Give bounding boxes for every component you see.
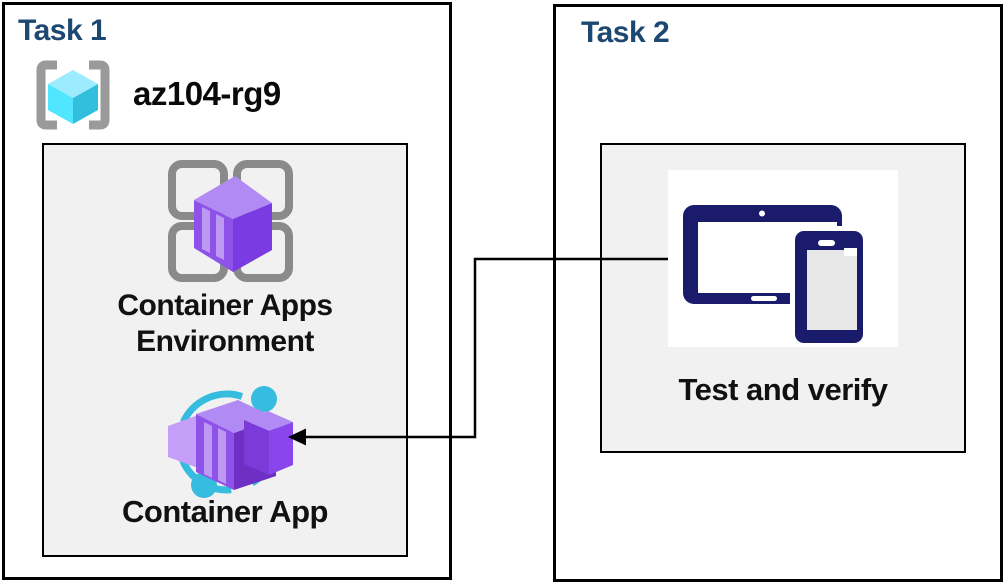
tablet-and-phone-icon xyxy=(683,205,868,347)
device-panel xyxy=(668,170,898,347)
environment-label-line1: Container Apps xyxy=(117,289,333,322)
container-apps-environment-icon xyxy=(168,160,293,282)
task1-title: Task 1 xyxy=(18,14,107,47)
test-and-verify-label: Test and verify xyxy=(678,372,888,407)
container-app-label: Container App xyxy=(122,494,328,529)
task1-box: Task 1 az104-rg9 Conta xyxy=(2,2,452,580)
container-app-icon xyxy=(168,386,293,498)
task2-title: Task 2 xyxy=(581,16,670,49)
resource-group-name: az104-rg9 xyxy=(133,75,281,112)
task2-box: Task 2 Test and veri xyxy=(553,4,1003,582)
resource-group-icon xyxy=(36,60,110,130)
environment-label: Container Apps Environment xyxy=(42,288,408,360)
environment-label-line2: Environment xyxy=(136,325,314,358)
